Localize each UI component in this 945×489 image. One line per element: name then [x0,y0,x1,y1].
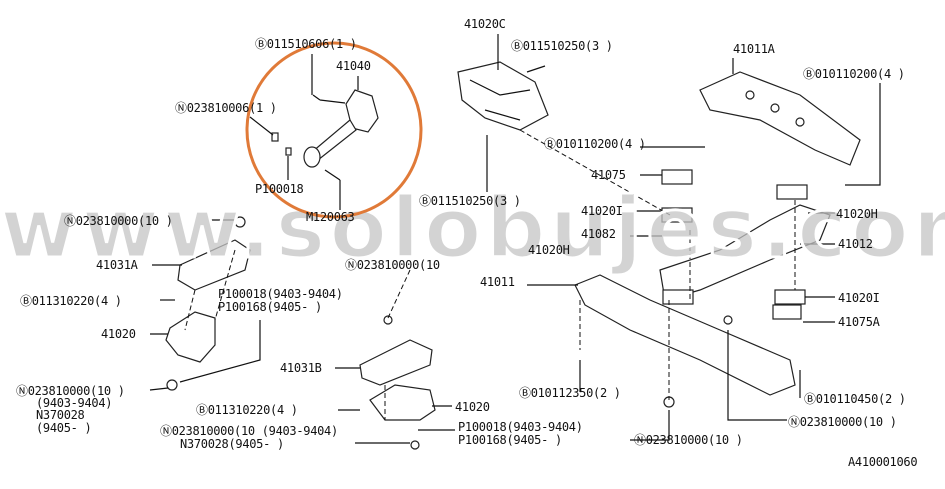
figure-code: A410001060 [848,455,917,469]
watermark: www.solobujes.com [0,179,945,277]
label-41020i-left: 41020I [581,204,623,218]
label-b-011310220-left: Ⓑ011310220(4 ) [20,294,122,308]
label-41020h-right: 41020H [836,207,878,221]
highlight-circle [245,41,423,219]
crossmember-41011 [574,204,831,396]
label-41011: 41011 [480,275,515,289]
mount-41020-left [165,239,251,363]
label-41031b: 41031B [280,361,322,375]
part-labels: Ⓑ011510606(1 ) 41040 Ⓝ023810006(1 ) P100… [16,17,918,469]
small-parts [166,169,808,450]
label-b-011510250-bottom: Ⓑ011510250(3 ) [419,194,521,208]
label-p100168-left: P100168(9405- ) [218,300,322,314]
label-p100018: P100018 [255,182,304,196]
label-41020i-right: 41020I [838,291,880,305]
label-n-023810000-left: Ⓝ023810000(10 ) [16,384,125,398]
label-41031a: 41031A [96,258,139,272]
label-n-023810000-bottom: Ⓝ023810000(10 (9403-9404) [160,424,338,438]
label-p100018-left: P100018(9403-9404) [218,287,343,301]
label-n-023810000-center: Ⓝ023810000(10 [345,258,440,272]
label-p100018-right: P100018(9403-9404) [458,420,583,434]
label-41020-center: 41020 [455,400,490,414]
label-b-010110200-mid: Ⓑ010110200(4 ) [544,137,646,151]
label-b-010110200-right: Ⓑ010110200(4 ) [803,67,905,81]
label-b-010110450: Ⓑ010110450(2 ) [804,392,906,406]
label-b-011310220-center: Ⓑ011310220(4 ) [196,403,298,417]
bracket-41020c [457,61,549,131]
label-b-011510606: Ⓑ011510606(1 ) [255,37,357,51]
label-41020h-left: 41020H [528,243,570,257]
label-41075a: 41075A [838,315,881,329]
label-m120063: M120063 [306,210,355,224]
label-n-023810006: Ⓝ023810006(1 ) [175,101,277,115]
label-n-023810000-bottom-mid: Ⓝ023810000(10 ) [634,433,743,447]
crossmember-41011a [699,71,861,166]
label-41082: 41082 [581,227,616,241]
label-n370028-bottom: N370028(9405- ) [180,437,284,451]
label-n-023810000-top-left: Ⓝ023810000(10 ) [64,214,173,228]
label-41040: 41040 [336,59,371,73]
label-n370028-left: N370028 [36,408,85,422]
label-41011a: 41011A [733,42,776,56]
label-41075: 41075 [591,168,626,182]
label-41012: 41012 [838,237,873,251]
label-b-011510250-top: Ⓑ011510250(3 ) [511,39,613,53]
label-41020c: 41020C [464,17,506,31]
label-n-023810000-right: Ⓝ023810000(10 ) [788,415,897,429]
label-41020-left: 41020 [101,327,136,341]
label-b-010112350: Ⓑ010112350(2 ) [519,386,621,400]
leader-lines [149,34,881,444]
mount-41020-center [359,339,436,421]
label-range-9403-9404: (9403-9404) [36,396,112,410]
label-range-9405: (9405- ) [36,421,91,435]
torque-rod-41040 [271,89,379,181]
label-p100168-right: P100168(9405- ) [458,433,562,447]
